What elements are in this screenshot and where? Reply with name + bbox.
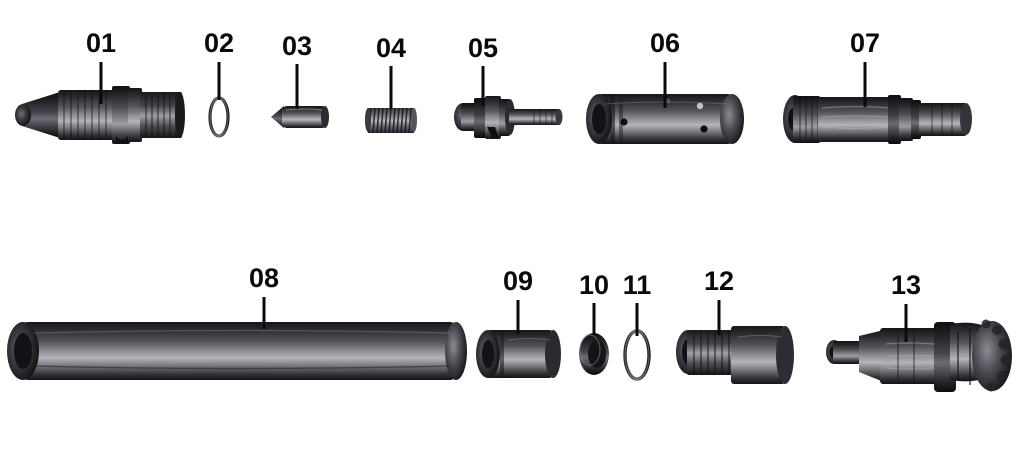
part-09-short-sleeve: [476, 330, 561, 378]
part-12-threaded-coupling: [676, 326, 794, 384]
part-label-08: 08: [248, 263, 280, 293]
leader-line-05: [481, 66, 485, 106]
leader-line-12: [717, 300, 721, 335]
leader-line-07: [863, 62, 867, 107]
part-label-02: 02: [203, 28, 235, 58]
leader-line-02: [217, 62, 221, 100]
part-02-o-ring: [208, 96, 230, 138]
leader-line-09: [516, 300, 520, 334]
leader-line-06: [663, 62, 667, 108]
leader-line-11: [635, 303, 639, 336]
leader-line-03: [295, 64, 299, 109]
part-10-thick-ring: [579, 333, 609, 375]
leader-line-13: [904, 304, 908, 342]
leader-line-01: [99, 62, 103, 104]
part-label-10: 10: [578, 270, 610, 300]
leader-line-08: [262, 297, 266, 329]
part-label-09: 09: [502, 266, 534, 296]
part-07-splined-piston: [783, 95, 972, 144]
part-06-ported-sleeve: [586, 94, 744, 144]
part-label-04: 04: [375, 33, 407, 63]
part-label-12: 12: [703, 266, 735, 296]
part-05-valve-assembly: [454, 96, 563, 139]
part-label-05: 05: [467, 33, 499, 63]
part-11-o-ring: [623, 329, 651, 381]
part-label-06: 06: [649, 28, 681, 58]
part-label-11: 11: [622, 270, 652, 300]
part-08-long-tube: [7, 322, 467, 380]
leader-line-10: [592, 303, 596, 335]
part-label-03: 03: [281, 31, 313, 61]
part-03-pointed-pin: [271, 106, 329, 128]
leader-line-04: [389, 66, 393, 109]
part-label-01: 01: [85, 28, 117, 58]
part-13-drill-bit: [826, 319, 1012, 392]
part-label-13: 13: [890, 270, 922, 300]
part-label-07: 07: [849, 28, 881, 58]
part-01-tapered-threaded-adapter: [15, 86, 185, 144]
part-04-coil-spring: [365, 107, 417, 134]
